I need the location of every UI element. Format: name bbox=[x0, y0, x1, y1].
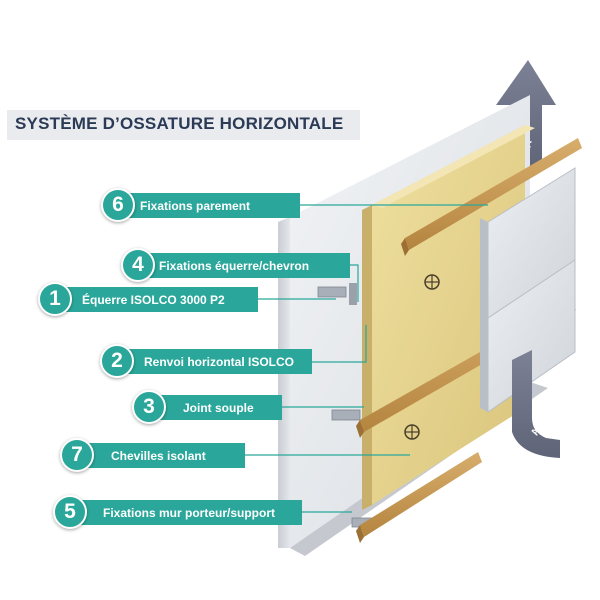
callout-2-text: Renvoi horizontal ISOLCO bbox=[144, 354, 295, 369]
callout-3-bar: Joint souple bbox=[150, 395, 282, 420]
callout-4-text: Fixations équerre/chevron bbox=[159, 258, 310, 273]
leader-lines bbox=[245, 204, 488, 513]
callout-3-badge: 3 bbox=[132, 390, 166, 424]
leader-line-4 bbox=[350, 264, 359, 302]
callout-6-badge: 6 bbox=[101, 188, 135, 222]
callout-7-text: Chevilles isolant bbox=[111, 448, 206, 463]
callout-5-badge: 5 bbox=[53, 495, 87, 529]
title-box: SYSTÈME D’OSSATURE HORIZONTALE bbox=[7, 110, 360, 140]
leader-line-2 bbox=[312, 325, 367, 363]
diagram-title: SYSTÈME D’OSSATURE HORIZONTALE bbox=[15, 114, 344, 133]
cladding-panels bbox=[480, 167, 576, 413]
callout-2-badge: 2 bbox=[100, 344, 134, 378]
callout-5-text: Fixations mur porteur/support bbox=[103, 505, 276, 520]
callout-6-bar: Fixations parement bbox=[118, 193, 300, 218]
callout-4-bar: Fixations équerre/chevron bbox=[137, 253, 350, 278]
callout-2-bar: Renvoi horizontal ISOLCO bbox=[117, 349, 312, 374]
callout-1-badge: 1 bbox=[38, 282, 72, 316]
callout-5-bar: Fixations mur porteur/support bbox=[70, 500, 302, 525]
callout-3-text: Joint souple bbox=[183, 400, 254, 415]
callout-1-text: Équerre ISOLCO 3000 P2 bbox=[82, 292, 225, 307]
callout-7-badge: 7 bbox=[60, 438, 94, 472]
callout-7-bar: Chevilles isolant bbox=[78, 443, 245, 468]
callout-6-text: Fixations parement bbox=[140, 198, 251, 213]
callout-1-bar: Équerre ISOLCO 3000 P2 bbox=[55, 287, 258, 312]
callout-4-badge: 4 bbox=[121, 248, 155, 282]
